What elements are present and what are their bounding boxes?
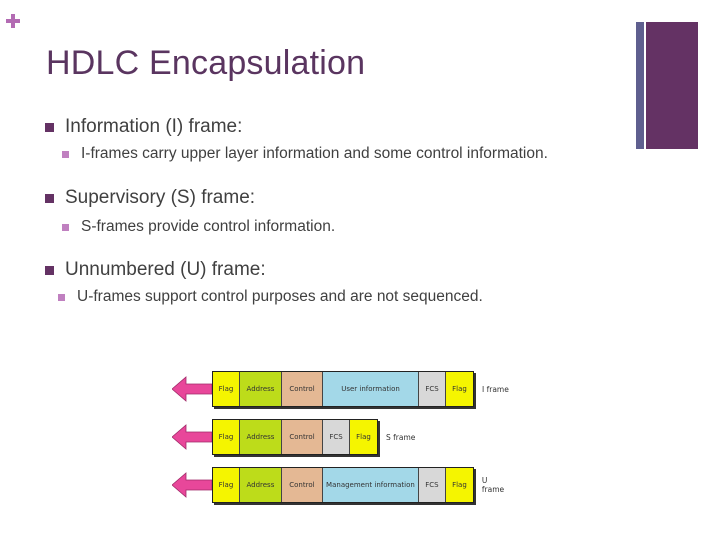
- field-flag: Flag: [213, 372, 240, 406]
- field-fcs: FCS: [323, 420, 350, 454]
- field-control: Control: [282, 372, 323, 406]
- field-address: Address: [240, 420, 282, 454]
- left-arrow-icon: [172, 376, 212, 402]
- bullet-square-icon: [45, 122, 54, 132]
- bullet-square-icon: [62, 223, 69, 231]
- field-flag: Flag: [350, 420, 377, 454]
- sub-bullet-s-frame: S-frames provide control information.: [62, 218, 335, 236]
- left-arrow-icon: [172, 424, 212, 450]
- sub-bullet-u-frame: U-frames support control purposes and ar…: [58, 288, 483, 306]
- bullet-square-icon: [62, 150, 69, 158]
- field-control: Control: [281, 468, 323, 502]
- frame-label: U frame: [481, 476, 505, 494]
- decorative-bar-thin: [636, 22, 644, 149]
- slide-title: HDLC Encapsulation: [46, 44, 366, 82]
- left-arrow-icon: [172, 472, 212, 498]
- field-control: Control: [282, 420, 323, 454]
- bullet-u-frame: Unnumbered (U) frame:: [45, 259, 266, 281]
- bullet-square-icon: [58, 293, 65, 301]
- decorative-bar-thick: [646, 22, 698, 149]
- frame-label: I frame: [482, 384, 509, 394]
- u-frame-row: Flag Address Control Management informat…: [172, 466, 512, 504]
- field-flag: Flag: [445, 468, 473, 502]
- frame-label: S frame: [386, 432, 416, 442]
- field-fcs: FCS: [419, 372, 446, 406]
- bullet-square-icon: [45, 265, 54, 275]
- field-fcs: FCS: [418, 468, 446, 502]
- hdlc-frame-diagram: Flag Address Control User information FC…: [172, 370, 512, 510]
- field-flag: Flag: [446, 372, 473, 406]
- bullet-s-frame: Supervisory (S) frame:: [45, 187, 255, 209]
- s-frame-row: Flag Address Control FCS Flag S frame: [172, 418, 415, 456]
- field-flag: Flag: [213, 420, 240, 454]
- field-flag: Flag: [212, 468, 240, 502]
- field-management-information: Management information: [322, 468, 419, 502]
- field-address: Address: [239, 468, 282, 502]
- bullet-i-frame: Information (I) frame:: [45, 116, 242, 138]
- sub-bullet-i-frame: I-frames carry upper layer information a…: [62, 145, 548, 163]
- field-user-information: User information: [323, 372, 419, 406]
- field-address: Address: [240, 372, 282, 406]
- plus-icon: [6, 14, 20, 28]
- bullet-square-icon: [45, 193, 54, 203]
- i-frame-row: Flag Address Control User information FC…: [172, 370, 509, 408]
